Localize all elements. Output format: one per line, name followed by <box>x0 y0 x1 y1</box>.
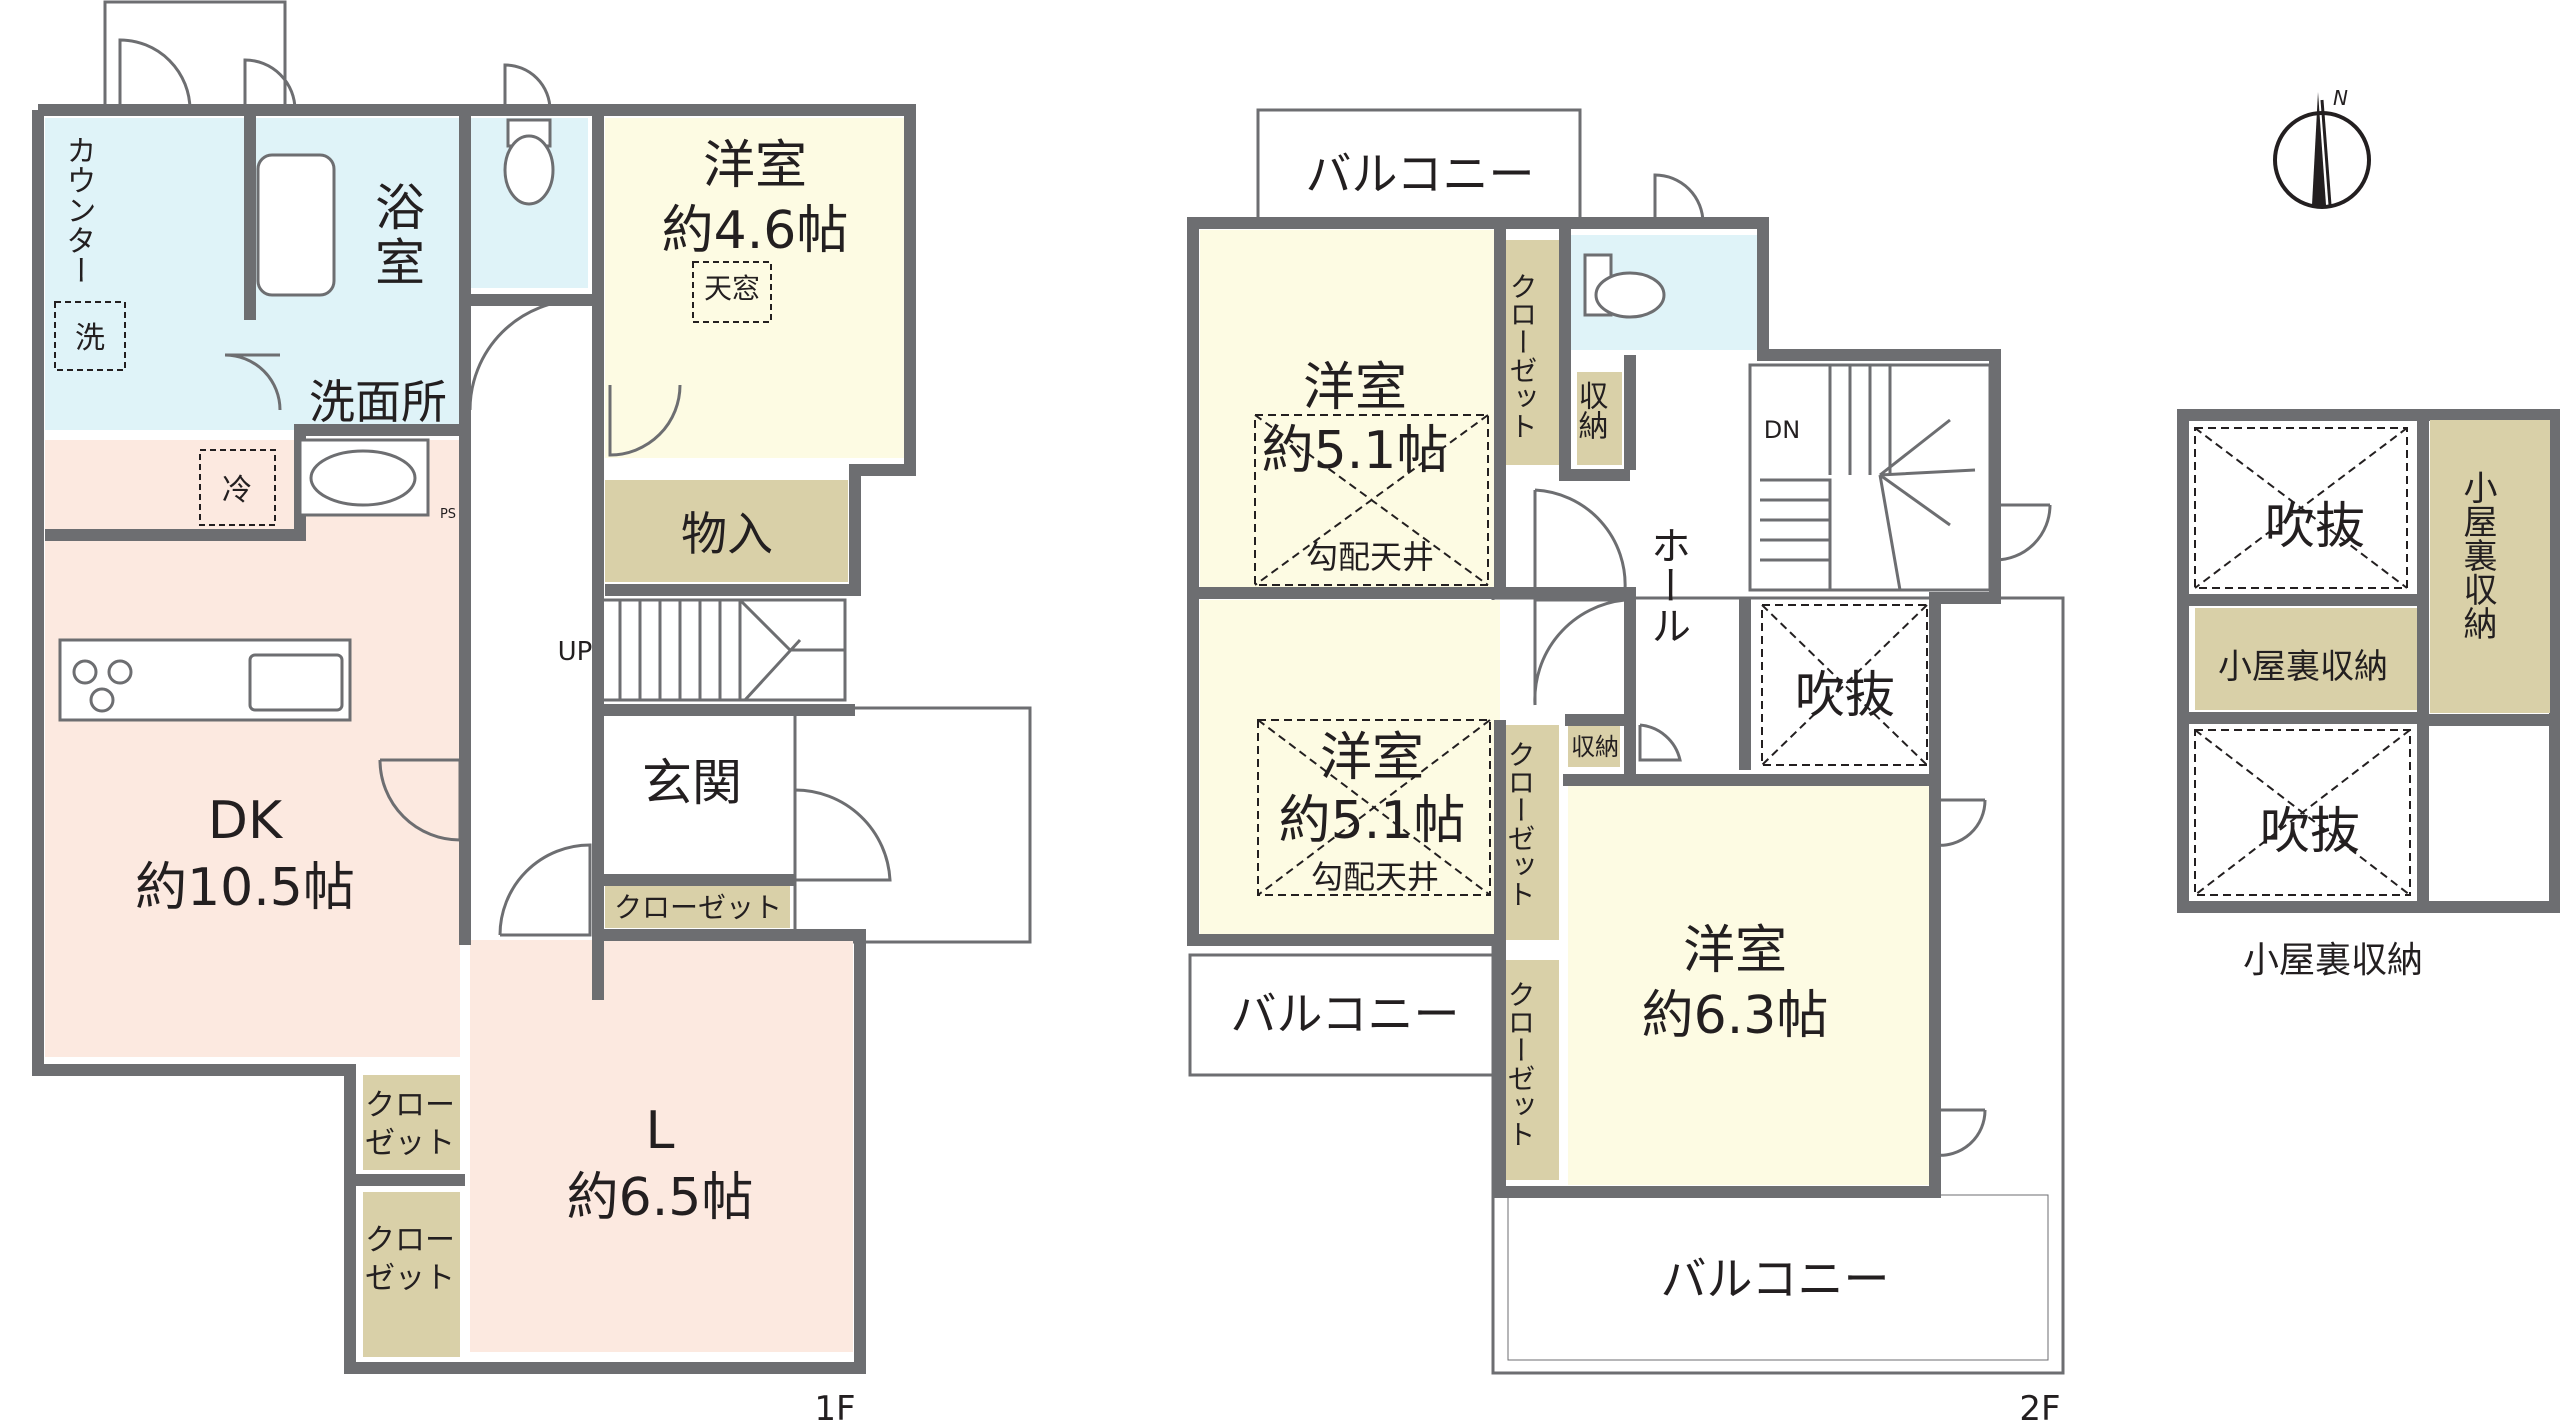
attic-storage-mid-label: 小屋裏収納 <box>2218 647 2388 687</box>
entrance-label: 玄関 <box>642 754 742 812</box>
bath-label-1: 浴 <box>375 179 425 237</box>
ps-label: PS <box>440 507 456 522</box>
balcony-bottom-label: バルコニー <box>1660 1252 1889 1306</box>
bath-label-2: 室 <box>375 234 425 292</box>
room-se-name: 洋室 <box>1683 921 1787 981</box>
up-label: UP <box>558 637 593 667</box>
down-label: DN <box>1764 416 1800 444</box>
compass-icon <box>2273 92 2371 209</box>
room-w-size: 約5.1帖 <box>1279 791 1466 851</box>
closet-2-label: クローゼット <box>1504 740 1537 908</box>
attic-void-bottom-label: 吹抜 <box>2260 802 2360 860</box>
dk-room-name: DK <box>208 791 284 851</box>
balcony-top-label: バルコニー <box>1305 147 1534 201</box>
closet-a-line2: ゼット <box>365 1126 455 1161</box>
floor-2-label: 2F <box>2019 1389 2060 1428</box>
closet-3-label: クローゼット <box>1504 980 1537 1148</box>
floor-2 <box>1187 108 2065 1375</box>
storage-label: 物入 <box>681 507 773 561</box>
room-w-name: 洋室 <box>1320 728 1424 788</box>
washer-label: 洗 <box>75 321 105 356</box>
closet-1-label: クローゼット <box>1506 272 1539 440</box>
room-w-ceiling: 勾配天井 <box>1311 858 1439 896</box>
entrance-closet-label: クローゼット <box>614 891 782 924</box>
compass-north-label: N <box>2333 86 2348 110</box>
attic <box>2177 409 2560 913</box>
living-room-name: L <box>646 1101 675 1161</box>
void-label: 吹抜 <box>1795 666 1895 724</box>
attic-label: 小屋裏収納 <box>2243 940 2423 981</box>
attic-void-top-label: 吹抜 <box>2265 497 2365 555</box>
room-se-size: 約6.3帖 <box>1642 986 1829 1046</box>
western-room-size: 約4.6帖 <box>662 201 849 261</box>
skylight-label: 天窓 <box>704 272 760 305</box>
hall-label: ホール <box>1644 525 1690 645</box>
room-nw-name: 洋室 <box>1303 358 1407 418</box>
floor-1-label: 1F <box>814 1389 855 1428</box>
counter-label: カウンター <box>61 135 96 285</box>
room-nw-size: 約5.1帖 <box>1262 421 1449 481</box>
washroom-label: 洗面所 <box>309 375 447 429</box>
floor-1 <box>32 0 1032 1374</box>
storage-1-label: 収納 <box>1573 380 1609 440</box>
balcony-mid-label: バルコニー <box>1230 987 1459 1041</box>
fridge-label: 冷 <box>222 473 252 508</box>
storage-2-label: 収納 <box>1571 733 1619 761</box>
attic-storage-side-label: 小屋裏収納 <box>2457 470 2497 640</box>
closet-b-line1: クロー <box>365 1223 455 1258</box>
dk-room-size: 約10.5帖 <box>135 858 355 918</box>
western-room-name: 洋室 <box>703 136 807 196</box>
closet-a-line1: クロー <box>365 1088 455 1123</box>
room-nw-ceiling: 勾配天井 <box>1306 538 1434 576</box>
living-room-size: 約6.5帖 <box>567 1168 754 1228</box>
closet-b-line2: ゼット <box>365 1261 455 1296</box>
